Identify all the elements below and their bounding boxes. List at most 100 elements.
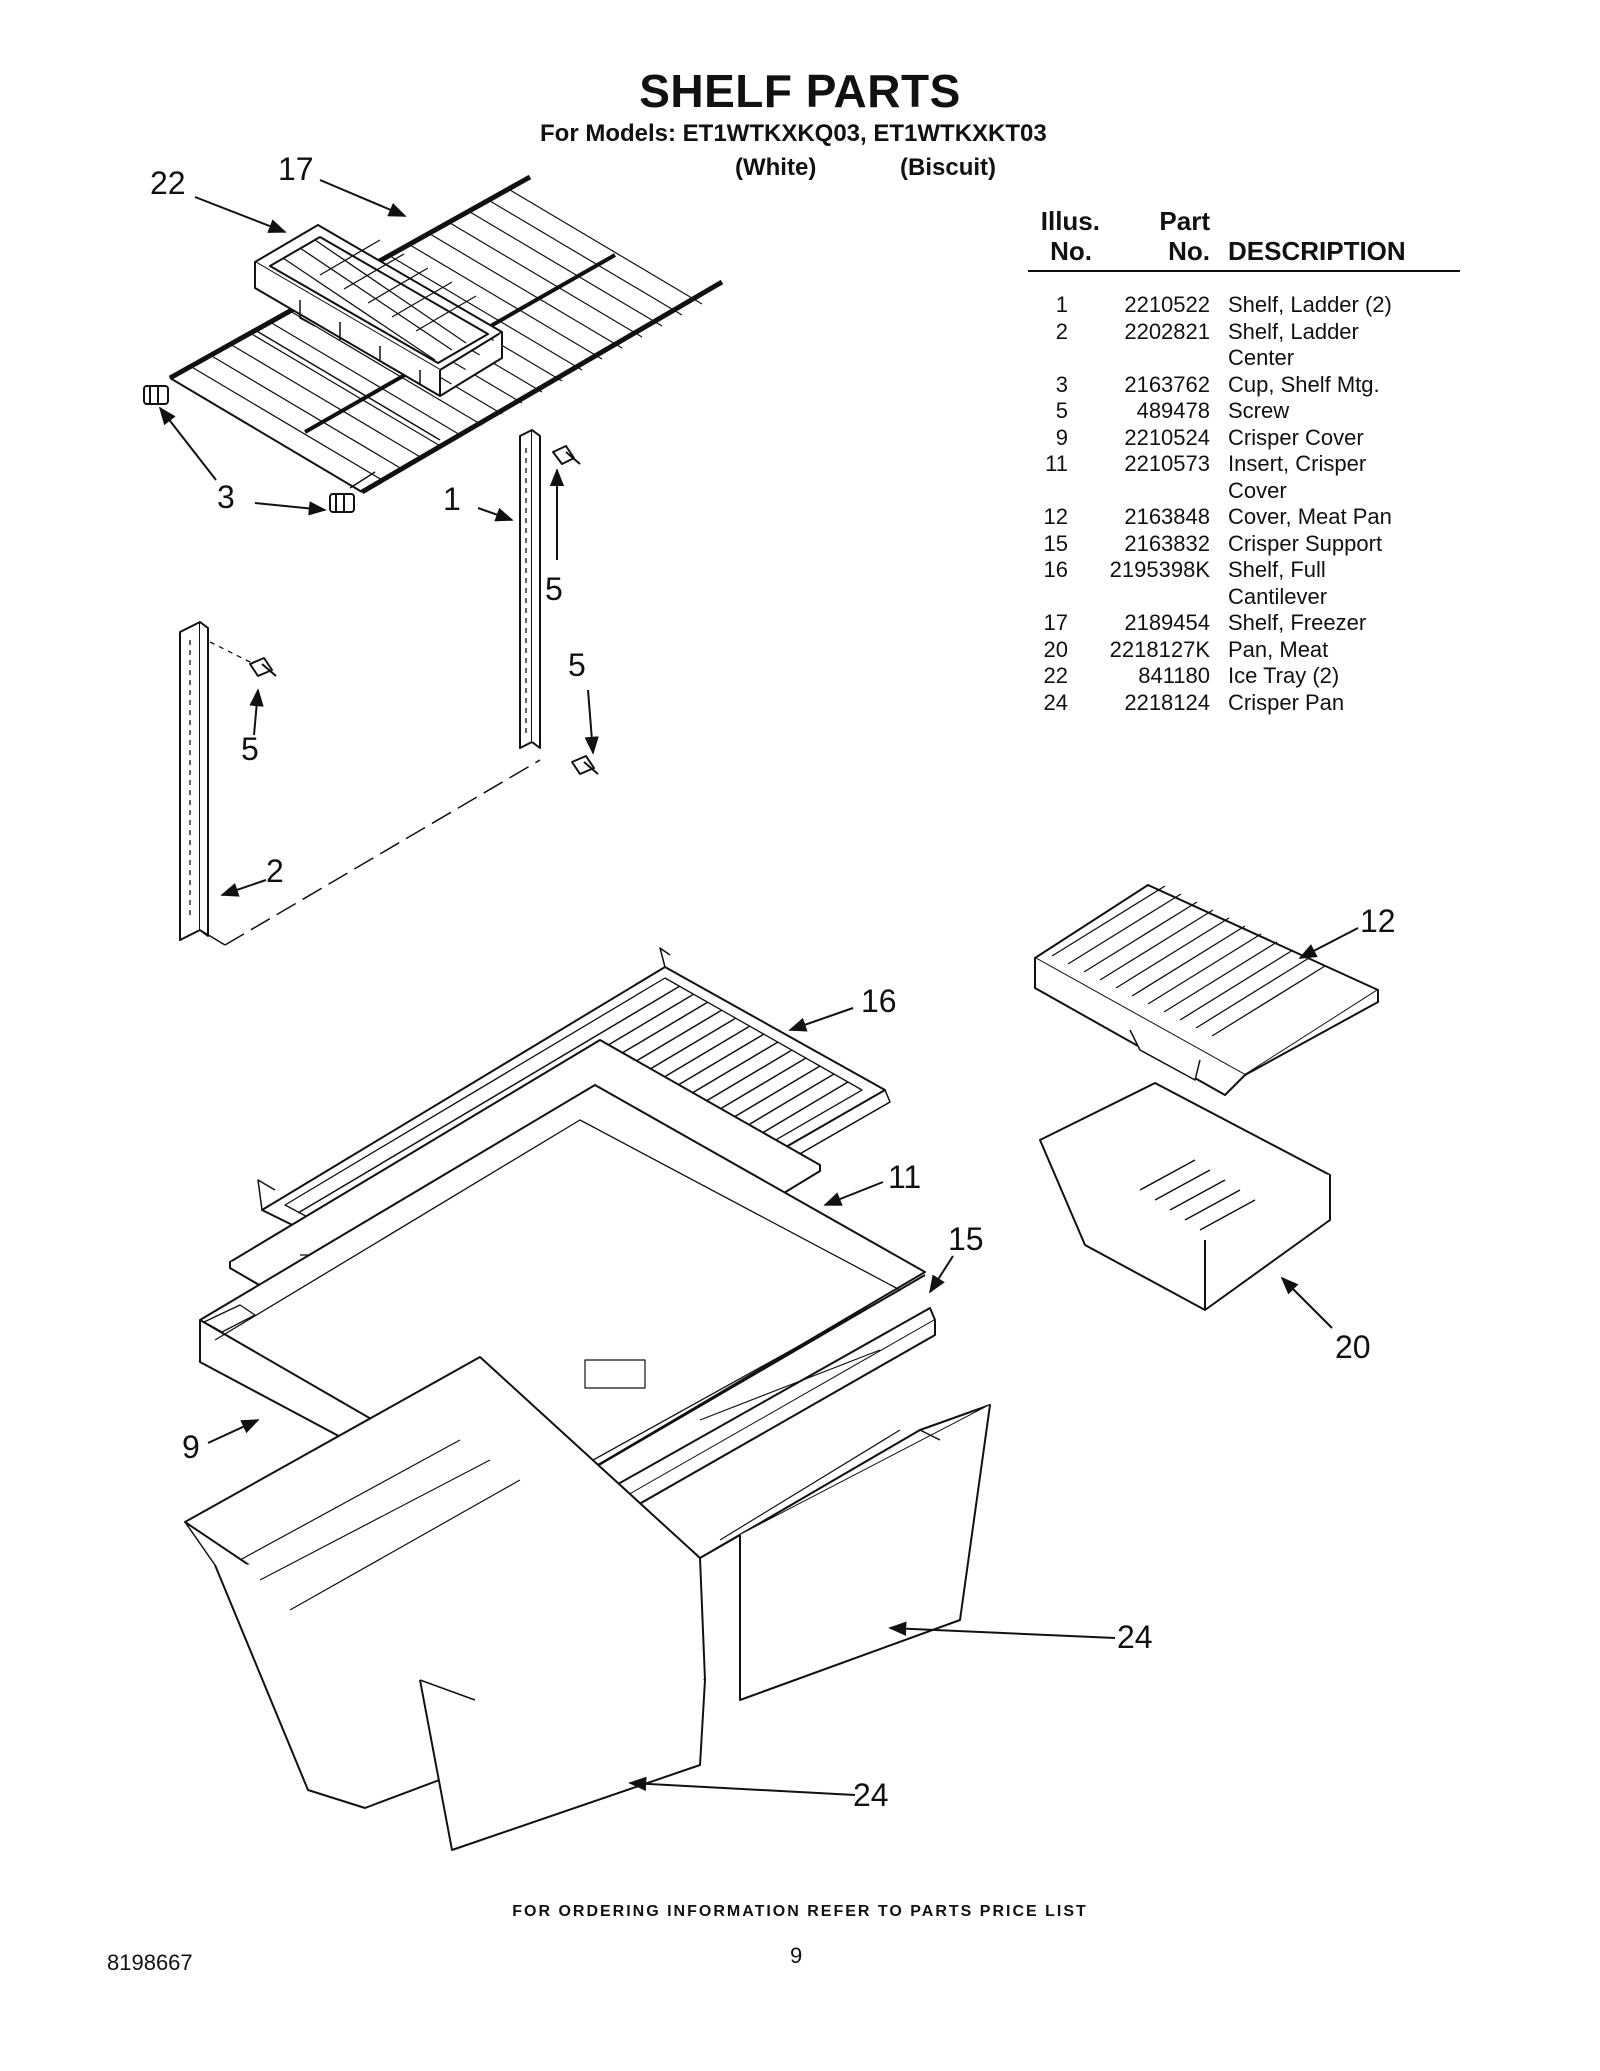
illus-no: 9 [1055,424,1068,450]
part-description: Crisper Pan [1228,689,1345,715]
table-row: 2 2202821 Shelf, Ladder Center [1028,319,1460,372]
callout-5: 5 [568,647,586,683]
header-illus-no: No. [1050,236,1092,266]
part-no: 2218127K [1109,636,1210,662]
part-no: 2189454 [1124,610,1210,635]
part-description: Crisper Support [1228,530,1383,556]
page-title: SHELF PARTS [639,65,961,117]
callout-5: 5 [545,571,563,607]
part-no: 841180 [1138,663,1210,688]
part-description: Insert, Crisper Cover [1228,451,1367,503]
table-row: 22 841180 Ice Tray (2) [1028,663,1460,690]
callouts: 22 17 3 1 5 5 5 2 16 11 15 9 12 20 24 24 [150,151,1396,1813]
parts-table: Illus. No. Part No. DESCRIPTION 1 2210522… [1028,206,1460,716]
part-no: 2210522 [1124,292,1210,317]
table-row: 12 2163848 Cover, Meat Pan [1028,504,1460,531]
illus-no: 2 [1055,318,1068,344]
screw-upper [552,445,581,465]
document-number: 8198667 [107,1950,193,1975]
illus-no: 22 [1043,663,1068,688]
part-no: 2195398K [1109,557,1210,582]
callout-2: 2 [266,853,284,889]
part-no: 2202821 [1124,318,1210,344]
header-description: DESCRIPTION [1228,236,1406,266]
table-row: 15 2163832 Crisper Support [1028,531,1460,558]
ladder-shelf [519,429,541,749]
part-description: Pan, Meat [1228,636,1329,662]
crisper-pan-right [699,1349,991,1701]
meat-pan [1039,1082,1331,1311]
color-white: (White) [735,154,817,181]
part-description: Cover, Meat Pan [1228,504,1392,529]
callout-12: 12 [1360,903,1396,939]
callout-16: 16 [861,983,897,1019]
header-part: Part [1159,206,1210,236]
table-row: 16 2195398K Shelf, Full Cantilever [1028,557,1460,610]
table-row: 17 2189454 Shelf, Freezer [1028,610,1460,637]
callout-3: 3 [217,479,235,515]
part-description: Shelf, Ladder Center [1228,318,1359,371]
part-description: Screw [1228,398,1290,423]
mount-line [224,759,541,946]
callout-11: 11 [888,1159,921,1195]
callout-15: 15 [948,1221,984,1257]
table-row: 11 2210573 Insert, Crisper Cover [1028,451,1460,504]
part-no: 2210524 [1124,424,1210,450]
shelf-mounting-cup-right [329,493,355,513]
callout-24: 24 [853,1777,889,1813]
header-part-no: No. [1168,236,1210,266]
illus-no: 11 [1045,451,1068,476]
shelf-mounting-cup-left [143,385,169,405]
ice-tray [254,224,503,397]
callout-22: 22 [150,165,186,201]
part-no: 2163762 [1124,371,1210,397]
color-biscuit: (Biscuit) [900,154,996,181]
callout-17: 17 [278,151,314,187]
screw-left [249,657,277,677]
table-row: 1 2210522 Shelf, Ladder (2) [1028,292,1460,319]
part-no: 2218124 [1124,689,1210,715]
table-row: 9 2210524 Crisper Cover [1028,425,1460,452]
illus-no: 3 [1055,371,1068,397]
callout-20: 20 [1335,1329,1371,1365]
illus-no: 24 [1043,689,1068,715]
models-line: For Models: ET1WTKXKQ03, ET1WTKXKT03 [540,120,1047,147]
part-description: Ice Tray (2) [1228,663,1340,688]
part-no: 489478 [1136,398,1210,423]
header-illus: Illus. [1040,206,1100,236]
part-description: Shelf, Full Cantilever [1228,557,1328,609]
table-row: 5 489478 Screw [1028,398,1460,425]
crisper-pan-left [184,1356,706,1851]
illus-no: 16 [1043,557,1068,582]
ladder-shelf-center [179,621,226,946]
page-number: 9 [790,1943,803,1968]
mount-line [209,641,259,667]
callout-5: 5 [241,731,259,767]
parts-table-header: Illus. No. Part No. DESCRIPTION [1028,206,1460,272]
ordering-footer: FOR ORDERING INFORMATION REFER TO PARTS … [512,1903,1088,1920]
screw-lower [571,755,599,775]
illus-no: 5 [1055,398,1068,423]
leader-lines [158,179,1359,1796]
part-no: 2163832 [1124,530,1210,556]
part-no: 2163848 [1124,504,1210,529]
illus-no: 15 [1043,530,1068,556]
callout-24: 24 [1117,1619,1153,1655]
table-row: 24 2218124 Crisper Pan [1028,690,1460,717]
callout-9: 9 [182,1429,200,1465]
callout-1: 1 [443,481,461,517]
illus-no: 17 [1043,610,1068,635]
part-no: 2210573 [1124,451,1210,476]
part-description: Cup, Shelf Mtg. [1228,371,1380,397]
part-description: Crisper Cover [1228,424,1364,450]
illus-no: 12 [1043,504,1068,529]
table-row: 3 2163762 Cup, Shelf Mtg. [1028,372,1460,399]
part-description: Shelf, Freezer [1228,610,1367,635]
table-row: 20 2218127K Pan, Meat [1028,637,1460,664]
illus-no: 20 [1043,636,1068,662]
meat-pan-cover [1034,884,1379,1096]
illus-no: 1 [1055,292,1068,317]
part-description: Shelf, Ladder (2) [1228,292,1392,317]
